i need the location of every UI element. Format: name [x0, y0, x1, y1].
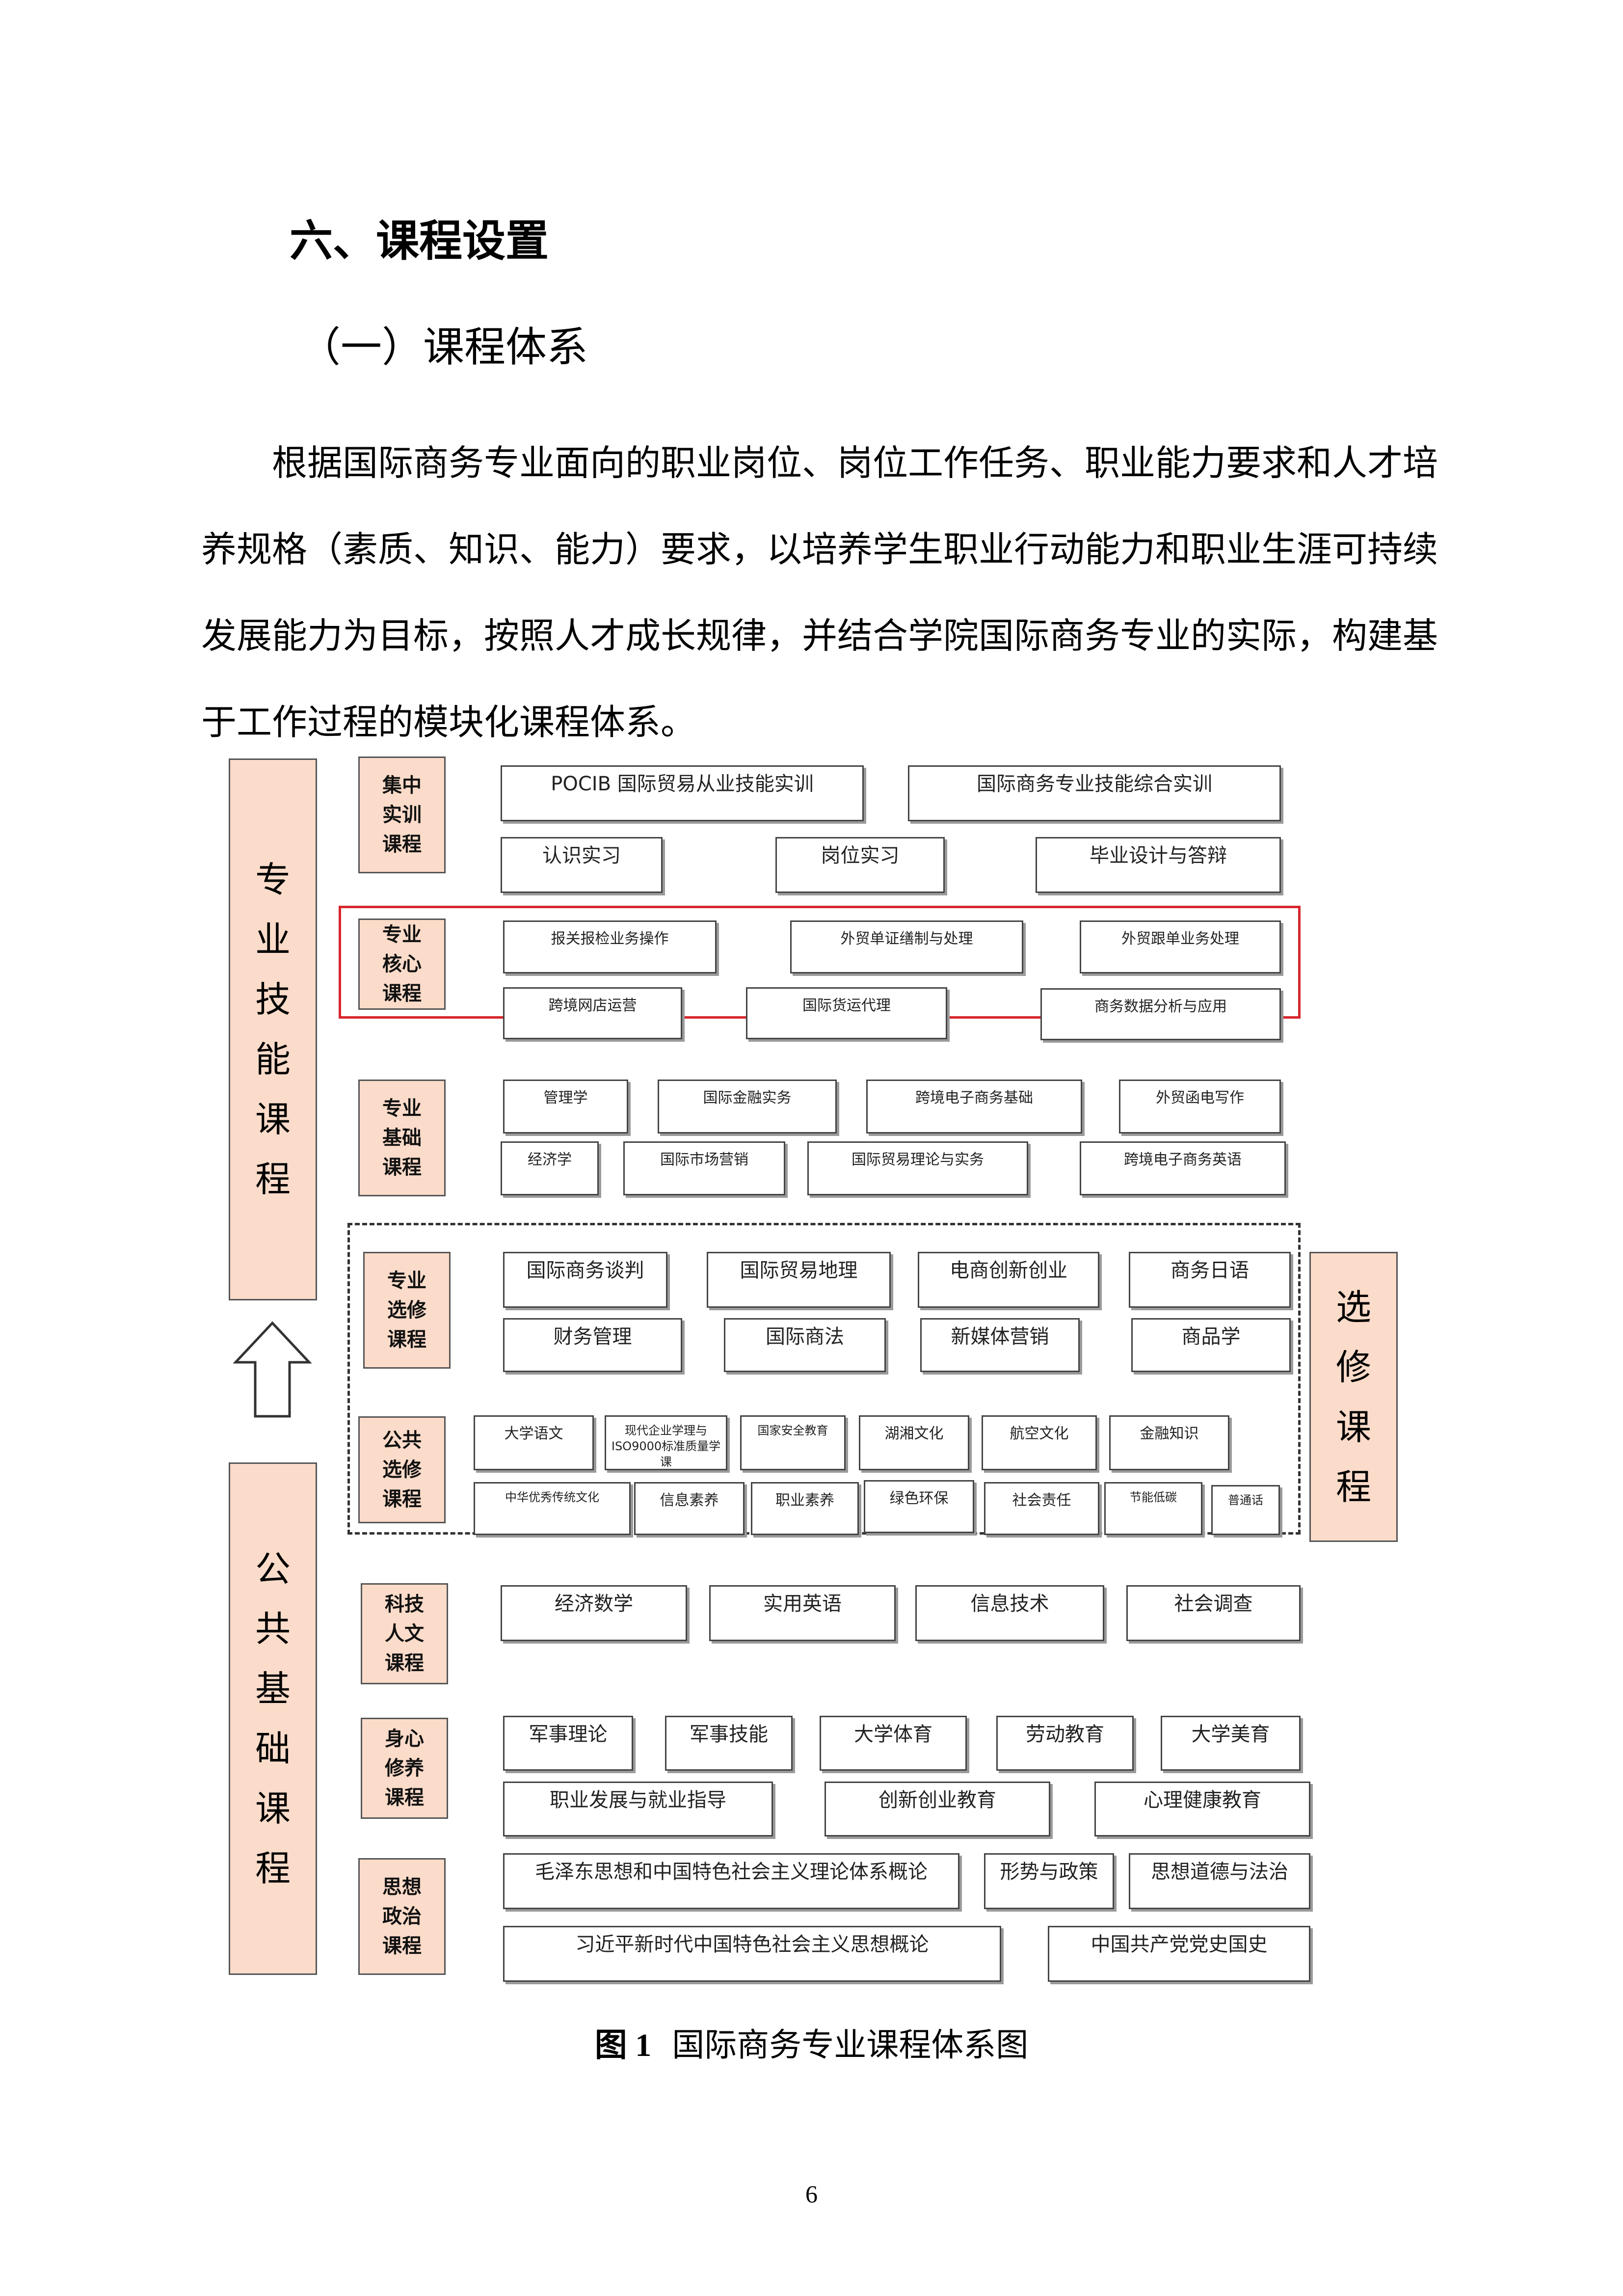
- course-box: 外贸单证缮制与处理: [790, 920, 1023, 973]
- course-box: 跨境网店运营: [503, 987, 682, 1039]
- band-char: 程: [255, 1159, 291, 1200]
- course-box: 跨境电子商务英语: [1080, 1141, 1286, 1195]
- course-box: 经济学: [501, 1141, 599, 1195]
- course-box: 湖湘文化: [859, 1415, 969, 1470]
- category-pub-elective: 公共选修课程: [358, 1416, 446, 1523]
- band-char: 基: [255, 1668, 291, 1709]
- band-char: 课: [255, 1099, 291, 1140]
- subsection-heading: （一）课程体系: [299, 323, 588, 371]
- course-box: 习近平新时代中国特色社会主义思想概论: [503, 1926, 1001, 1982]
- category-intensive: 集中实训课程: [358, 756, 446, 873]
- course-box: 实用英语: [709, 1585, 896, 1641]
- course-box: 航空文化: [982, 1415, 1097, 1470]
- course-box: 管理学: [503, 1080, 628, 1134]
- figure-label: 图 1: [594, 2027, 652, 2063]
- course-box: 现代企业学理与ISO9000标准质量学课: [605, 1415, 727, 1470]
- course-box: 毛泽东思想和中国特色社会主义理论体系概论: [503, 1853, 959, 1909]
- course-box: 金融知识: [1109, 1415, 1229, 1470]
- curriculum-diagram: 专业技能课程 公共基础课程 选修课程 集中实训课程 专业核心课程 专业基础课程 …: [226, 754, 1404, 1991]
- figure-title: 国际商务专业课程体系图: [672, 2026, 1029, 2064]
- section-heading: 六、课程设置: [290, 216, 549, 266]
- band-char: 专: [255, 859, 291, 900]
- course-box: 形势与政策: [984, 1853, 1114, 1909]
- course-box: 大学体育: [820, 1716, 967, 1771]
- course-box: 信息技术: [915, 1585, 1104, 1641]
- course-box: 国际贸易理论与实务: [807, 1141, 1028, 1195]
- course-box: 职业素养: [751, 1482, 859, 1535]
- band-char: 程: [1335, 1466, 1371, 1508]
- course-box: 跨境电子商务基础: [866, 1080, 1082, 1134]
- course-box: 国家安全教育: [740, 1415, 846, 1470]
- course-box: 国际市场营销: [623, 1141, 785, 1195]
- course-box: 心理健康教育: [1094, 1782, 1310, 1837]
- page-number: 6: [805, 2180, 818, 2208]
- course-box: 国际商法: [724, 1318, 886, 1372]
- paragraph-text: 根据国际商务专业面向的职业岗位、岗位工作任务、职业能力要求和人才培养规格（素质、…: [201, 442, 1438, 743]
- course-box: 国际商务谈判: [503, 1252, 667, 1308]
- band-char: 础: [255, 1728, 291, 1769]
- course-box: 中国共产党党史国史: [1048, 1926, 1310, 1982]
- course-box: POCIB 国际贸易从业技能实训: [501, 765, 864, 821]
- course-box: 国际商务专业技能综合实训: [908, 765, 1281, 821]
- elective-band: 选修课程: [1309, 1252, 1398, 1542]
- course-box: 大学美育: [1161, 1716, 1301, 1771]
- band-char: 公: [255, 1548, 291, 1590]
- band-char: 程: [255, 1848, 291, 1889]
- course-box: 财务管理: [503, 1318, 682, 1372]
- course-box: 商务日语: [1129, 1252, 1291, 1308]
- course-box: 认识实习: [501, 837, 663, 893]
- category-prof-elective: 专业选修课程: [363, 1252, 451, 1369]
- course-box: 军事技能: [665, 1716, 793, 1771]
- course-box: 创新创业教育: [825, 1782, 1050, 1837]
- figure-caption: 图 1 国际商务专业课程体系图: [0, 2019, 1623, 2066]
- course-box: 外贸跟单业务处理: [1080, 920, 1281, 973]
- band-char: 能: [255, 1039, 291, 1080]
- course-box: 职业发展与就业指导: [503, 1782, 773, 1837]
- course-box: 电商创新创业: [918, 1252, 1099, 1308]
- up-arrow-icon: [233, 1321, 312, 1418]
- course-box: 新媒体营销: [920, 1318, 1080, 1372]
- course-box: 军事理论: [503, 1716, 633, 1771]
- category-body-mind: 身心修养课程: [361, 1718, 448, 1819]
- course-box: 普通话: [1211, 1485, 1280, 1535]
- course-box: 社会调查: [1126, 1585, 1301, 1641]
- course-box: 信息素养: [634, 1482, 745, 1535]
- course-box: 商品学: [1131, 1318, 1291, 1372]
- course-box: 中华优秀传统文化: [474, 1482, 631, 1535]
- course-box: 毕业设计与答辩: [1036, 837, 1281, 893]
- course-box: 国际贸易地理: [707, 1252, 891, 1308]
- course-box: 社会责任: [984, 1482, 1099, 1535]
- category-ideology: 思想政治课程: [358, 1858, 446, 1975]
- public-foundation-band: 公共基础课程: [229, 1462, 317, 1975]
- band-char: 选: [1335, 1286, 1371, 1328]
- band-char: 技: [255, 979, 291, 1020]
- band-char: 修: [1335, 1346, 1371, 1388]
- course-box: 思想道德与法治: [1129, 1853, 1310, 1909]
- category-foundation: 专业基础课程: [358, 1080, 446, 1196]
- course-box: 经济数学: [501, 1585, 687, 1641]
- category-core: 专业核心课程: [358, 918, 446, 1010]
- course-box: 绿色环保: [864, 1480, 974, 1533]
- band-char: 课: [255, 1788, 291, 1829]
- band-char: 共: [255, 1608, 291, 1649]
- course-box: 大学语文: [474, 1415, 594, 1470]
- body-paragraph: 根据国际商务专业面向的职业岗位、岗位工作任务、职业能力要求和人才培养规格（素质、…: [201, 420, 1438, 765]
- band-char: 业: [255, 919, 291, 960]
- course-box: 报关报检业务操作: [503, 920, 717, 973]
- course-box: 劳动教育: [996, 1716, 1134, 1771]
- course-box: 岗位实习: [775, 837, 945, 893]
- professional-skills-band: 专业技能课程: [229, 758, 317, 1300]
- course-box: 节能低碳: [1104, 1482, 1202, 1535]
- course-box: 商务数据分析与应用: [1040, 988, 1281, 1040]
- category-sci-hum: 科技人文课程: [361, 1583, 448, 1684]
- course-box: 国际货运代理: [746, 987, 947, 1039]
- band-char: 课: [1335, 1406, 1371, 1448]
- course-box: 外贸函电写作: [1119, 1080, 1281, 1134]
- course-box: 国际金融实务: [658, 1080, 837, 1134]
